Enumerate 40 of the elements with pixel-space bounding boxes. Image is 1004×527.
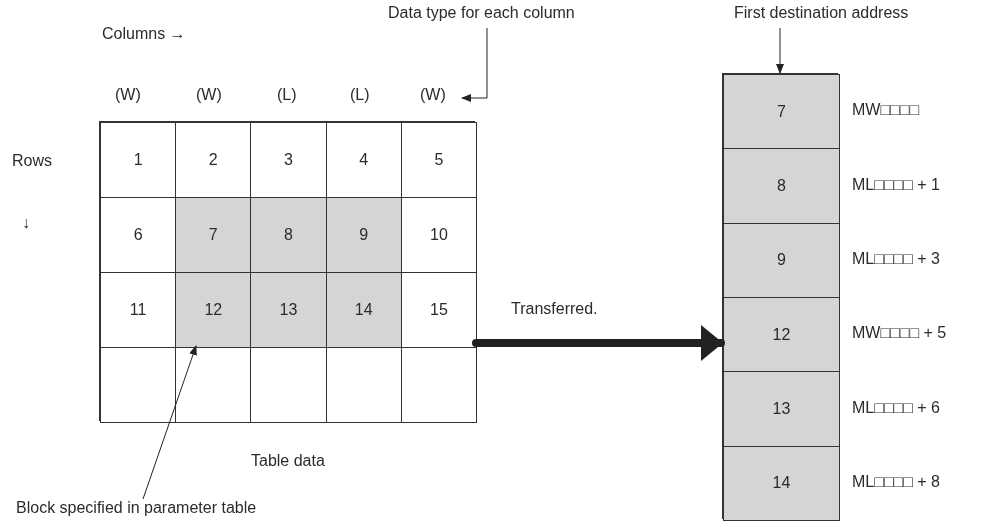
table-cell: 9	[325, 197, 402, 273]
table-cell: 9	[723, 222, 840, 298]
table-cell: 8	[250, 197, 327, 273]
table-cell: 12	[723, 297, 840, 373]
data-table	[99, 121, 475, 421]
table-cell: 5	[400, 122, 477, 198]
annotation-text: Data type for each column	[388, 4, 575, 22]
leader-line	[776, 27, 784, 74]
columns-label: Columns →	[102, 25, 186, 43]
column-type-label: (L)	[277, 86, 297, 104]
direction-arrow: ↓	[22, 214, 30, 232]
table-cell	[400, 347, 477, 423]
table-cell: 13	[723, 371, 840, 447]
table-caption: Table data	[251, 452, 325, 470]
leader-line	[142, 345, 197, 500]
address-label: ML□□□□ + 1	[852, 175, 940, 194]
memory-block	[722, 73, 838, 519]
annotation-text: First destination address	[734, 4, 909, 22]
table-cell	[100, 347, 177, 423]
table-cell: 1	[100, 122, 177, 198]
address-label: ML□□□□ + 8	[852, 472, 940, 491]
column-type-label: (W)	[196, 86, 222, 104]
rows-label: Rows	[12, 152, 52, 170]
column-type-label: (W)	[115, 86, 141, 104]
column-type-label: (W)	[420, 86, 446, 104]
annotation-text: Block specified in parameter table	[16, 499, 257, 517]
address-label: MW□□□□ + 5	[852, 324, 947, 343]
table-cell: 7	[723, 74, 840, 150]
table-cell: 14	[325, 272, 402, 348]
table-cell: 12	[175, 272, 252, 348]
address-label: ML□□□□ + 3	[852, 249, 940, 268]
table-cell: 13	[250, 272, 327, 348]
address-label: MW□□□□	[852, 101, 920, 120]
address-label: ML□□□□ + 6	[852, 398, 940, 417]
transfer-arrow	[472, 325, 725, 361]
leader-line	[461, 27, 488, 102]
table-cell: 14	[723, 445, 840, 521]
column-type-label: (L)	[350, 86, 370, 104]
table-cell: 7	[175, 197, 252, 273]
table-cell: 8	[723, 148, 840, 224]
